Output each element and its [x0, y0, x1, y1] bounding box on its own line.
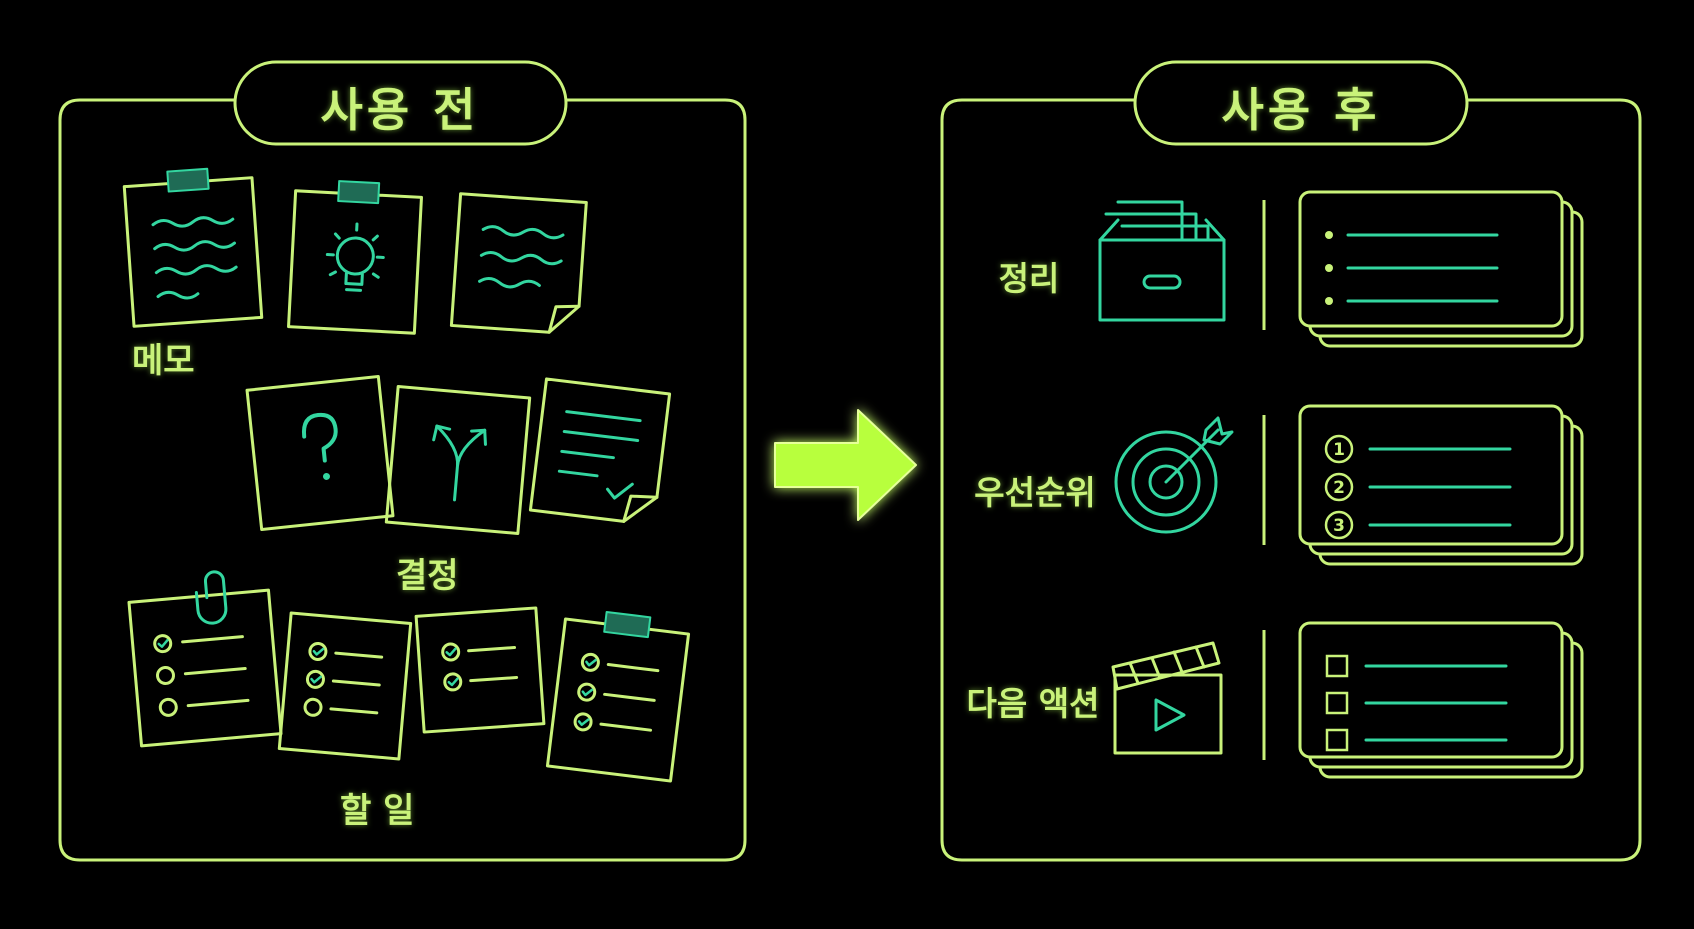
clapperboard-icon	[1111, 641, 1223, 755]
wavy-note-icon	[122, 167, 264, 328]
next-action-label: 다음 액션	[966, 684, 1100, 723]
folded-wavy-note-icon	[449, 192, 588, 334]
after-panel	[940, 60, 1642, 862]
numbered-list	[1324, 434, 1512, 540]
priority-label: 우선순위	[974, 473, 1096, 512]
lines-check-note-icon	[528, 377, 672, 523]
fork-arrow-note-icon	[384, 385, 532, 535]
checkbox-card-stack	[1298, 621, 1584, 779]
decision-label: 결정	[396, 556, 459, 596]
before-panel	[58, 60, 747, 862]
memo-label: 메모	[132, 341, 195, 381]
priority-number-3: 3	[1333, 516, 1345, 536]
checklist-icon	[414, 606, 546, 734]
checkbox-list	[1325, 654, 1508, 752]
before-title-pill	[233, 60, 568, 146]
todo-label: 할 일	[340, 791, 415, 831]
taped-checklist-icon	[545, 610, 691, 783]
paperclip-checklist-icon	[127, 570, 283, 748]
bullet-list	[1325, 231, 1499, 305]
memo-group	[122, 167, 588, 335]
priority-number-1: 1	[1333, 440, 1345, 460]
file-box-icon	[1098, 200, 1226, 322]
target-icon	[1114, 416, 1234, 534]
lightbulb-note-icon	[287, 180, 423, 335]
priority-number-2: 2	[1333, 478, 1345, 498]
organize-label: 정리	[998, 259, 1060, 298]
decision-group	[245, 374, 672, 535]
before-title: 사용 전	[320, 83, 480, 137]
todo-group	[127, 570, 691, 783]
right-arrow-icon	[774, 409, 917, 521]
after-title-pill	[1133, 60, 1469, 146]
checklist-icon	[277, 611, 413, 761]
after-title: 사용 후	[1221, 83, 1381, 137]
question-note-icon	[245, 374, 395, 532]
